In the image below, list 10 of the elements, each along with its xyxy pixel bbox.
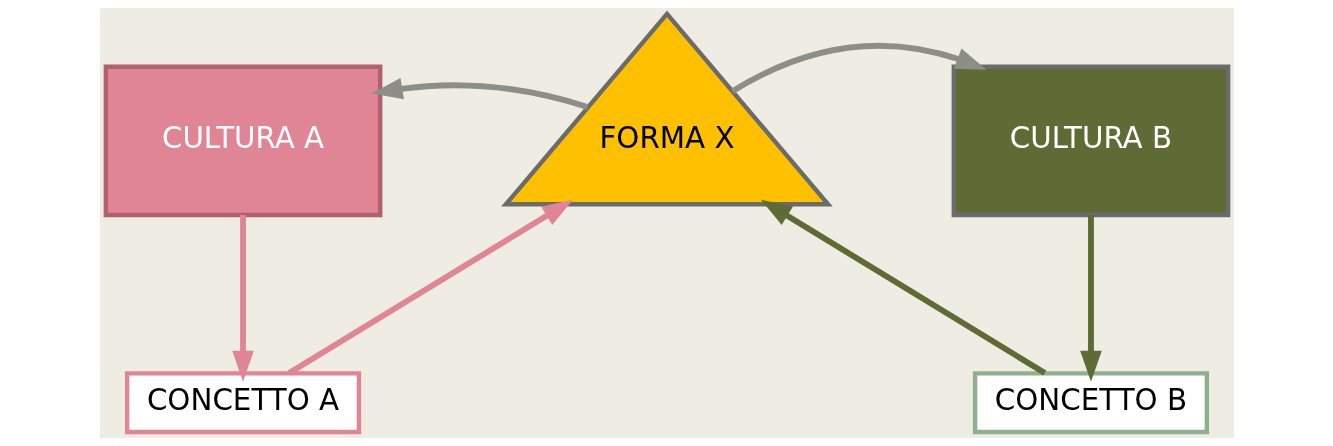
node-box: CULTURA B [951,64,1230,218]
arrow [730,42,987,94]
arrow [231,215,254,382]
arrow [287,199,573,376]
node-box: CONCETTO B [972,371,1209,435]
node-box: CULTURA A [103,64,382,218]
arrow [760,199,1046,376]
arrow [1079,215,1102,382]
node-box: CONCETTO A [124,371,361,435]
arrow [371,77,588,110]
